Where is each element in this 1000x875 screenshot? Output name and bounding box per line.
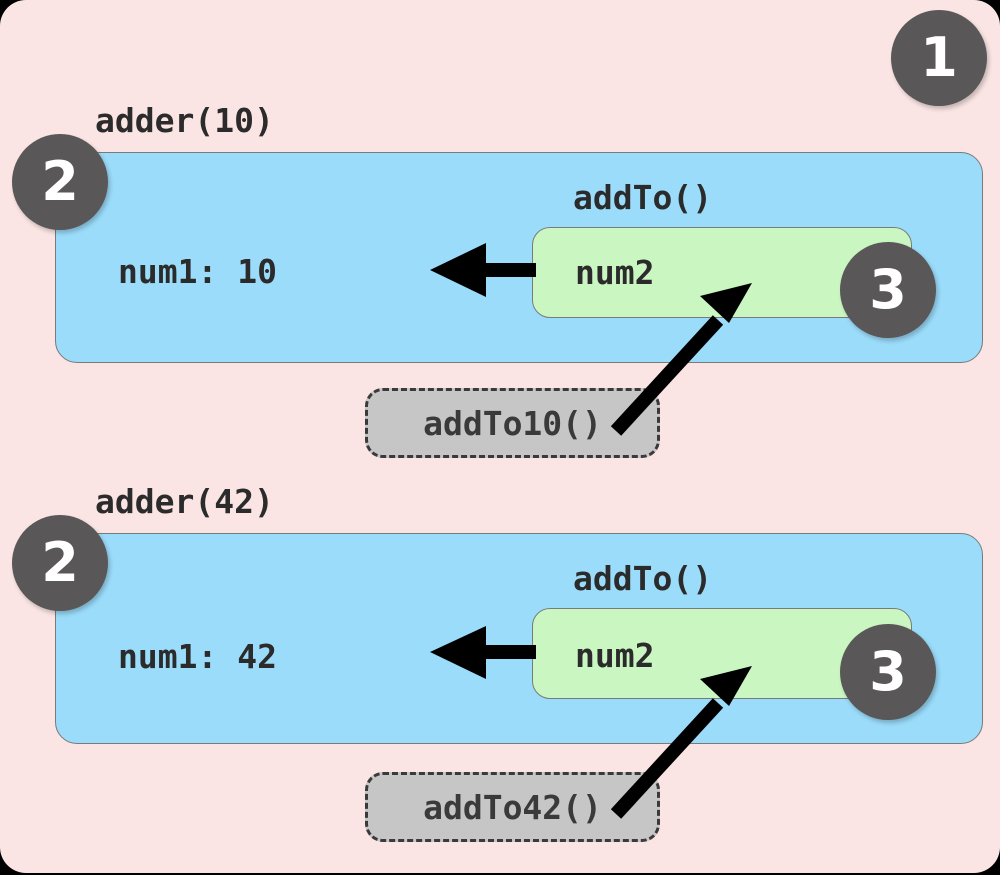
call-label-adder-42: adder(42)	[95, 482, 274, 521]
step-badge-3-top-label: 3	[869, 258, 907, 321]
variable-num2-top: num2	[575, 253, 655, 292]
inner-function-label-top: addTo()	[573, 178, 713, 217]
reference-label-addto10: addTo10()	[423, 403, 602, 443]
step-badge-2-bottom-label: 2	[41, 531, 79, 594]
step-badge-1: 1	[891, 10, 987, 106]
inner-function-label-bottom: addTo()	[573, 559, 713, 598]
step-badge-3-top: 3	[840, 242, 936, 338]
step-badge-2-top-label: 2	[41, 150, 79, 213]
step-badge-1-label: 1	[920, 26, 958, 89]
variable-num1-bottom: num1: 42	[118, 637, 277, 676]
reference-box-addto10: addTo10()	[365, 388, 660, 458]
step-badge-2-bottom: 2	[12, 515, 108, 611]
reference-box-addto42: addTo42()	[365, 772, 660, 842]
step-badge-3-bottom: 3	[840, 624, 936, 720]
variable-num1-top: num1: 10	[118, 252, 277, 291]
step-badge-3-bottom-label: 3	[869, 640, 907, 703]
reference-label-addto42: addTo42()	[423, 787, 602, 827]
call-label-adder-10: adder(10)	[95, 101, 274, 140]
variable-num2-bottom: num2	[575, 636, 655, 675]
step-badge-2-top: 2	[12, 134, 108, 230]
